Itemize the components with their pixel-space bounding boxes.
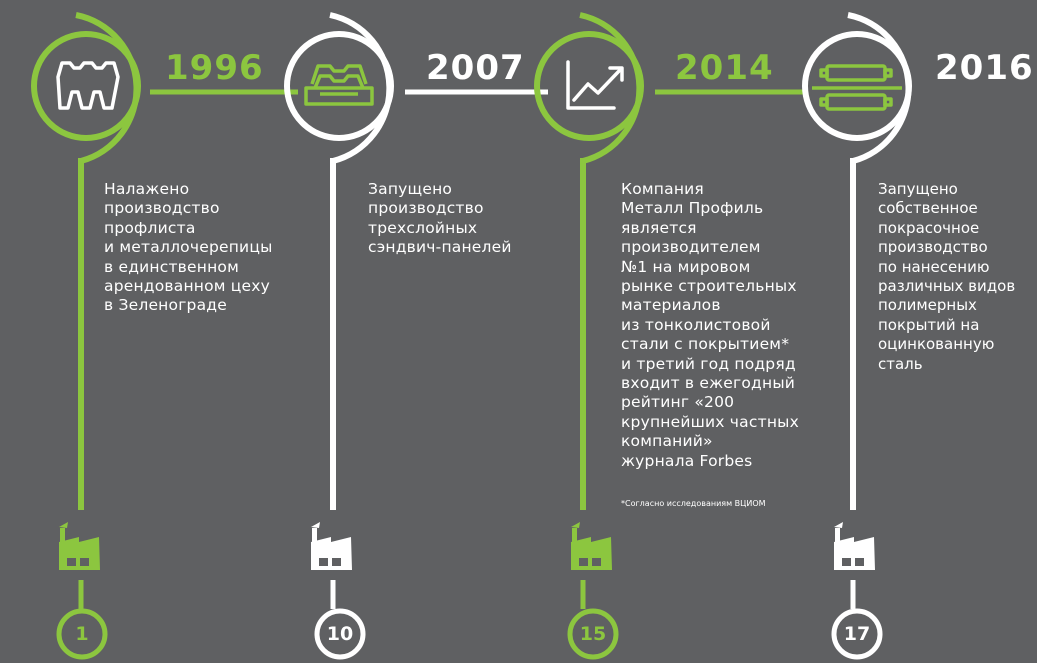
milestone-2014-graphic <box>534 12 644 660</box>
milestone-2016-circle <box>802 31 912 141</box>
milestone-2007-description: Запущено производство трехслойных сэндви… <box>368 180 512 257</box>
milestone-2014-arc <box>579 12 643 164</box>
year-2016-label: 2016 <box>935 48 1034 88</box>
milestone-2016-graphic <box>802 12 912 660</box>
factory-icon <box>59 522 100 570</box>
year-2014-label: 2014 <box>675 48 774 88</box>
sandwich-panel-icon <box>304 64 374 106</box>
count-15-label: 15 <box>579 623 607 645</box>
count-10-label: 10 <box>326 623 354 645</box>
count-10-circle <box>314 608 366 660</box>
count-15-circle <box>567 608 619 660</box>
growth-chart-icon <box>566 60 624 110</box>
milestone-2014-footnote: *Согласно исследованиям ВЦИОМ <box>621 499 766 508</box>
year-2007-label: 2007 <box>426 48 525 88</box>
milestone-1996-description: Налажено производство профлиста и металл… <box>104 180 273 315</box>
count-17-label: 17 <box>843 623 871 645</box>
count-1-label: 1 <box>75 623 89 645</box>
count-17-circle <box>831 608 883 660</box>
count-1-circle <box>56 608 108 660</box>
milestone-2007-arc <box>329 12 393 164</box>
milestone-2016-description: Запущено собственное покрасочное произво… <box>878 180 1016 373</box>
milestone-2014-description: Компания Металл Профиль является произво… <box>621 180 799 470</box>
factory-icon <box>311 522 352 570</box>
milestone-1996-arc <box>75 12 140 164</box>
factory-icon <box>571 522 612 570</box>
milestone-2016-arc <box>847 12 912 164</box>
milestone-1996-graphic <box>31 12 141 660</box>
corrugated-sheet-outline-icon <box>56 61 120 110</box>
milestone-2007-graphic <box>284 12 394 660</box>
factory-icon <box>834 522 875 570</box>
year-1996-label: 1996 <box>165 48 264 88</box>
coating-rollers-icon <box>812 64 902 111</box>
